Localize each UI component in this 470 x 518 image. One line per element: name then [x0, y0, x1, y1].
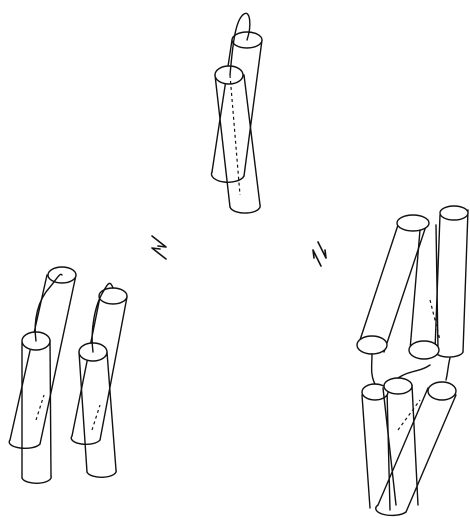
bottom-right-helix-tall: [435, 206, 468, 357]
bottom-right-loops: [372, 354, 450, 384]
bottom-right-assembly: [357, 206, 468, 515]
equilibrium-arrow-left: [152, 236, 166, 259]
bottom-left-pair-1: [9, 267, 76, 483]
top-helix-front: [215, 66, 260, 213]
bottom-right-upper-helices: [357, 215, 439, 359]
bottom-left-pair-2: [71, 283, 127, 477]
bottom-right-lower-helices: [362, 378, 456, 515]
equilibrium-arrow-right: [313, 242, 326, 266]
bottom-left-assembly: [9, 267, 127, 483]
top-helix-dimer: [212, 13, 262, 213]
